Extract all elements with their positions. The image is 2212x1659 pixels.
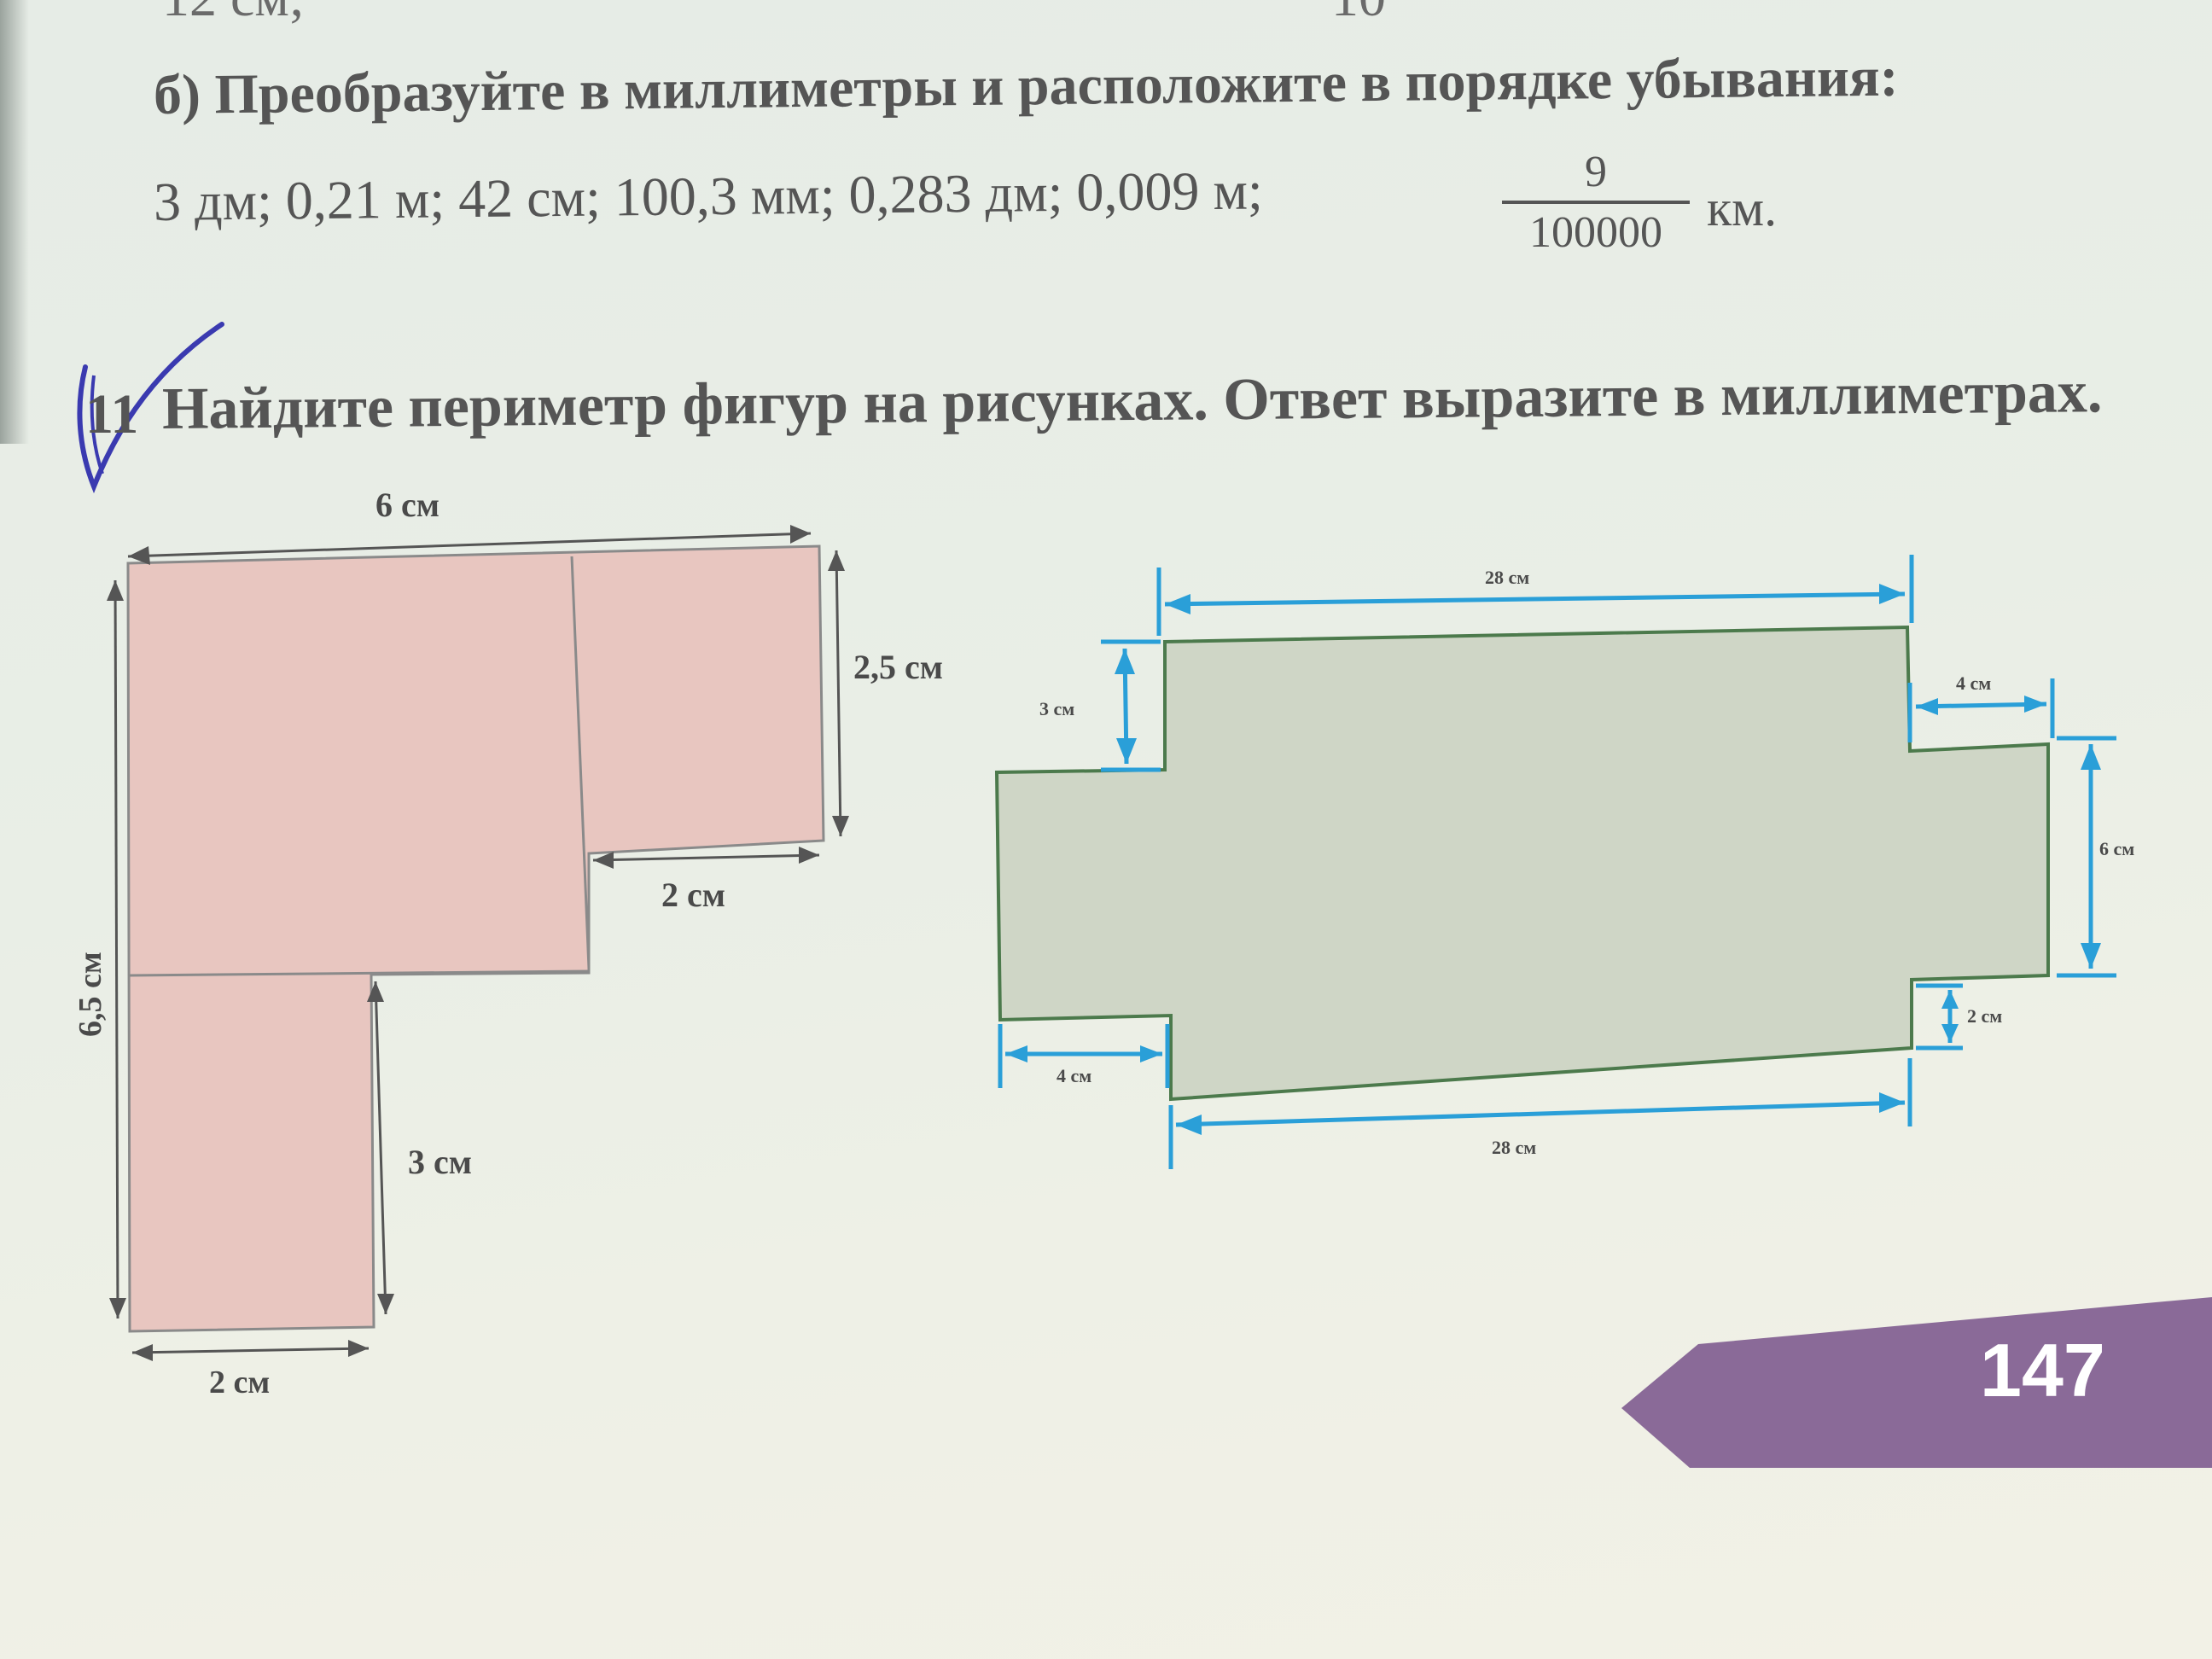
right-figure-shape — [994, 625, 2050, 1102]
left-figure-divider-vertical — [570, 556, 591, 969]
right-step-width-label: 4 см — [1956, 672, 1991, 694]
fraction-denominator: 100000 — [1529, 208, 1662, 257]
leg-height-dimension-label: 3 см — [408, 1143, 472, 1181]
page-number-tab — [1621, 1297, 2212, 1468]
page-tab-shape — [1621, 1297, 2212, 1468]
left-side-dimension-line — [114, 579, 119, 1319]
left-top-dimension-line — [127, 532, 812, 558]
left-step-dimension-label: 2 см — [661, 876, 725, 914]
left-bottom-step-label: 4 см — [1057, 1065, 1091, 1086]
fraction-unit: км. — [1707, 180, 1778, 236]
right-bottom-step-label: 2 см — [1967, 1005, 2002, 1027]
cut-text-right: 10 — [1331, 0, 1386, 29]
page-number: 147 — [1980, 1328, 2105, 1412]
handwritten-check-icon — [77, 322, 224, 494]
left-figure-shape — [126, 544, 825, 1333]
right-figure: 28 см 3 см 4 см 6 см 2 см 4 см 28 см — [994, 555, 2134, 1169]
left-top-dimension-label: 6 см — [375, 486, 439, 524]
left-figure: 6 см 2,5 см 2 см 6,5 см 3 см 2 см — [73, 486, 943, 1400]
task-b-fraction: 9 100000 — [1502, 147, 1690, 258]
left-bottom-dimension-label: 2 см — [209, 1365, 270, 1400]
left-step-dimension-line — [592, 853, 820, 862]
right-left-step-label: 3 см — [1039, 698, 1074, 719]
right-bottom-dimension-label: 28 см — [1492, 1137, 1536, 1158]
left-bottom-dimension-line — [131, 1347, 370, 1354]
left-right-dimension-line — [835, 550, 842, 837]
right-height-label: 6 см — [2099, 838, 2134, 859]
fraction-numerator: 9 — [1585, 148, 1607, 196]
right-top-dimension-label: 28 см — [1485, 567, 1529, 588]
cut-text-left: 12 см; — [162, 0, 305, 29]
fraction-bar — [1502, 201, 1690, 204]
left-side-dimension-label: 6,5 см — [73, 952, 108, 1037]
left-figure-divider-horizontal — [129, 969, 590, 977]
right-dimension-arrows — [1005, 584, 2101, 1135]
task-11-number: 11 — [85, 383, 139, 445]
leg-height-dimension-line — [374, 981, 387, 1315]
page-binding-shadow — [0, 0, 29, 444]
left-right-dimension-label: 2,5 см — [853, 648, 943, 686]
